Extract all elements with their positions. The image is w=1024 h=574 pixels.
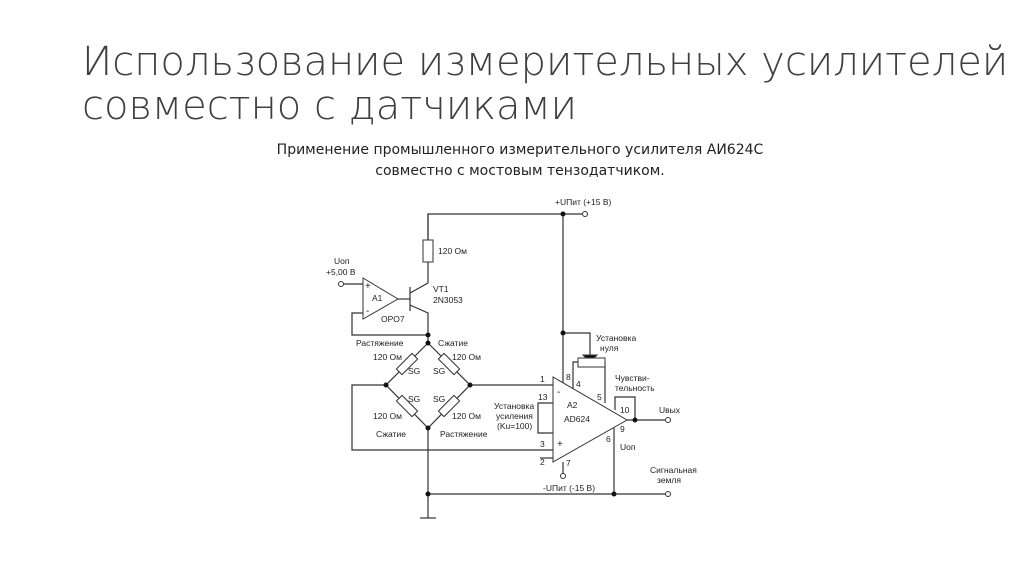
- subtitle-line-1: Применение промышленного измерительного …: [276, 142, 764, 158]
- sg1-label: SG: [408, 366, 420, 376]
- zero-label-1: Установка: [596, 333, 636, 343]
- pin-1: 1: [540, 374, 545, 384]
- bridge-bottom-left-label: Сжатие: [376, 429, 406, 439]
- signal-ground-label-1: Сигнальная: [650, 465, 697, 475]
- junctions: [383, 211, 638, 497]
- zero-potentiometer: [577, 357, 606, 368]
- strain-gauges: [395, 352, 461, 418]
- r3-label: 120 Ом: [373, 411, 402, 421]
- a1-minus: -: [366, 306, 369, 317]
- a2-plus: +: [557, 439, 563, 450]
- subtitle-line-2: совместно с мостовым тензодатчиком.: [375, 163, 665, 179]
- ref-value: +5,00 В: [326, 267, 356, 277]
- signal-ground-label-2: земля: [657, 475, 681, 485]
- pin-4: 4: [576, 379, 581, 389]
- pin-7: 7: [566, 458, 571, 468]
- pin-6: 6: [606, 434, 611, 444]
- r1-label: 120 Ом: [373, 352, 402, 362]
- a1-type: OPO7: [381, 314, 405, 324]
- opamp-a1: [362, 277, 399, 320]
- sg3-label: SG: [408, 394, 420, 404]
- a2-type: AD624: [564, 414, 590, 424]
- a2-minus: -: [557, 387, 560, 398]
- pin-10: 10: [620, 405, 630, 415]
- terminals: [338, 211, 671, 497]
- bridge-top-left-label: Растяжение: [356, 338, 404, 348]
- sg2-label: SG: [433, 366, 445, 376]
- pin-13: 13: [538, 392, 548, 402]
- opamp-a2: [552, 376, 629, 463]
- bridge-top-right-label: Сжатие: [438, 338, 468, 348]
- sg4-label: SG: [433, 394, 445, 404]
- r4-label: 120 Ом: [452, 411, 481, 421]
- pin-5: 5: [597, 392, 602, 402]
- vt1-name: VT1: [433, 284, 449, 294]
- a1-plus: +: [365, 281, 371, 292]
- slide-subtitle: Применение промышленного измерительного …: [0, 140, 1024, 182]
- vt1-type: 2N3053: [433, 295, 463, 305]
- output-label: Uвых: [659, 405, 681, 415]
- sens-label-2: тельность: [615, 383, 655, 393]
- gain-label-1: Установка: [494, 401, 534, 411]
- pin-8: 8: [566, 372, 571, 382]
- slide-title: Использование измерительных усилителей с…: [82, 40, 1008, 128]
- resistor-label: 120 Ом: [438, 246, 467, 256]
- gain-label-3: (Ku=100): [497, 421, 532, 431]
- gain-label-2: усиления: [496, 411, 533, 421]
- a2-name: A2: [567, 400, 578, 410]
- zero-label-2: нуля: [600, 343, 619, 353]
- wires: [343, 213, 665, 519]
- r2-label: 120 Ом: [452, 352, 481, 362]
- bridge-bottom-right-label: Растяжение: [440, 429, 488, 439]
- ref-label: Uоп: [334, 256, 350, 266]
- supply-neg-label: -UПит (-15 В): [543, 483, 595, 493]
- pin-9: 9: [620, 424, 625, 434]
- ref-out-label: Uоп: [620, 442, 636, 452]
- a1-name: A1: [372, 293, 383, 303]
- pin-2: 2: [540, 457, 545, 467]
- pin-3: 3: [540, 439, 545, 449]
- sens-label-1: Чувстви-: [615, 373, 650, 383]
- title-line-2: совместно с датчиками: [82, 83, 577, 129]
- resistor-120-ohm: [422, 239, 434, 263]
- supply-pos-label: +UПит (+15 В): [555, 197, 611, 207]
- title-line-1: Использование измерительных усилителей: [82, 39, 1009, 85]
